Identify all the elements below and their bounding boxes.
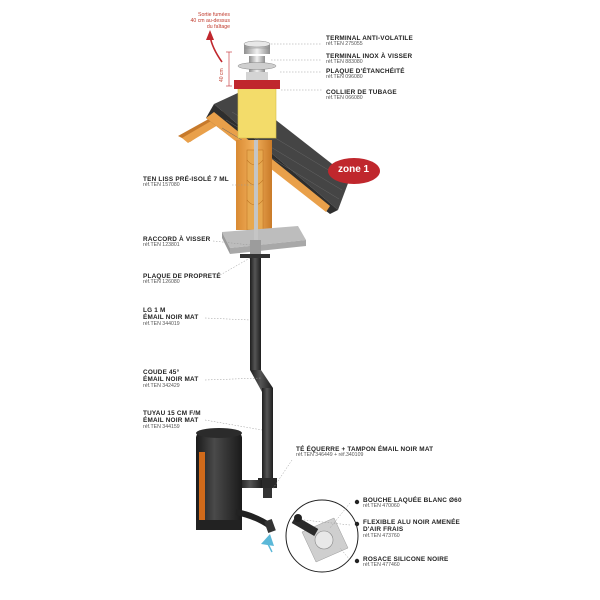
terminal-anti-volatile <box>237 40 277 72</box>
label-bouche: BOUCHE LAQUÉE BLANC Ø60 réf.TEN 470060 <box>363 497 462 510</box>
detail-circle <box>285 499 359 573</box>
label-lg1m: LG 1 M ÉMAIL NOIR MAT réf.TEN 344019 <box>143 307 199 327</box>
fresh-air-duct <box>235 509 276 553</box>
label-collier-tubage: COLLIER DE TUBAGE réf.TEN 066080 <box>326 89 397 102</box>
label-te-equerre: TÉ ÉQUERRE + TAMPON ÉMAIL NOIR MAT réf.T… <box>296 446 434 459</box>
label-flexible: FLEXIBLE ALU NOIR AMENÉE D'AIR FRAIS réf… <box>363 519 460 539</box>
dimension-label: 40 cm <box>219 68 225 82</box>
zone-label: zone 1 <box>338 164 370 175</box>
note-line-3: du faîtage <box>206 24 230 31</box>
stove <box>196 428 242 530</box>
note-line-2: 40 cm au-dessus <box>190 18 230 25</box>
label-rosace: ROSACE SILICONE NOIRE réf.TEN 477460 <box>363 556 449 569</box>
exhaust-arrow <box>206 30 223 63</box>
note-line-1: Sortie fumées <box>197 12 230 18</box>
label-ten-liss: TEN LISS PRÉ-ISOLÉ 7 ML réf.TEN 157080 <box>143 176 229 189</box>
dimension-line <box>226 51 232 87</box>
exhaust-note: Sortie fumées 40 cm au-dessus du faîtage <box>170 12 230 31</box>
label-coude: COUDE 45° ÉMAIL NOIR MAT réf.TEN 342429 <box>143 369 199 389</box>
label-raccord: RACCORD À VISSER réf.TEN 123801 <box>143 236 211 249</box>
ceiling-slab <box>222 226 306 254</box>
leader-lines <box>204 43 351 561</box>
label-plaque-etancheite: PLAQUE D'ÉTANCHÉITÉ réf.TEN 096080 <box>326 68 405 81</box>
label-terminal-anti-volatile: TERMINAL ANTI-VOLATILE réf.TEN 275055 <box>326 35 413 48</box>
chimney-stack <box>234 72 280 139</box>
label-terminal-inox: TERMINAL INOX À VISSER réf.TEN 883080 <box>326 53 413 66</box>
label-tuyau: TUYAU 15 CM F/M ÉMAIL NOIR MAT réf.TEN 3… <box>143 410 201 430</box>
bullet-markers <box>354 499 360 564</box>
black-pipe <box>240 240 277 498</box>
ten-liss-pipe <box>254 140 258 240</box>
label-plaque-proprete: PLAQUE DE PROPRETÉ réf.TEN 126080 <box>143 273 221 286</box>
roof <box>178 92 380 214</box>
